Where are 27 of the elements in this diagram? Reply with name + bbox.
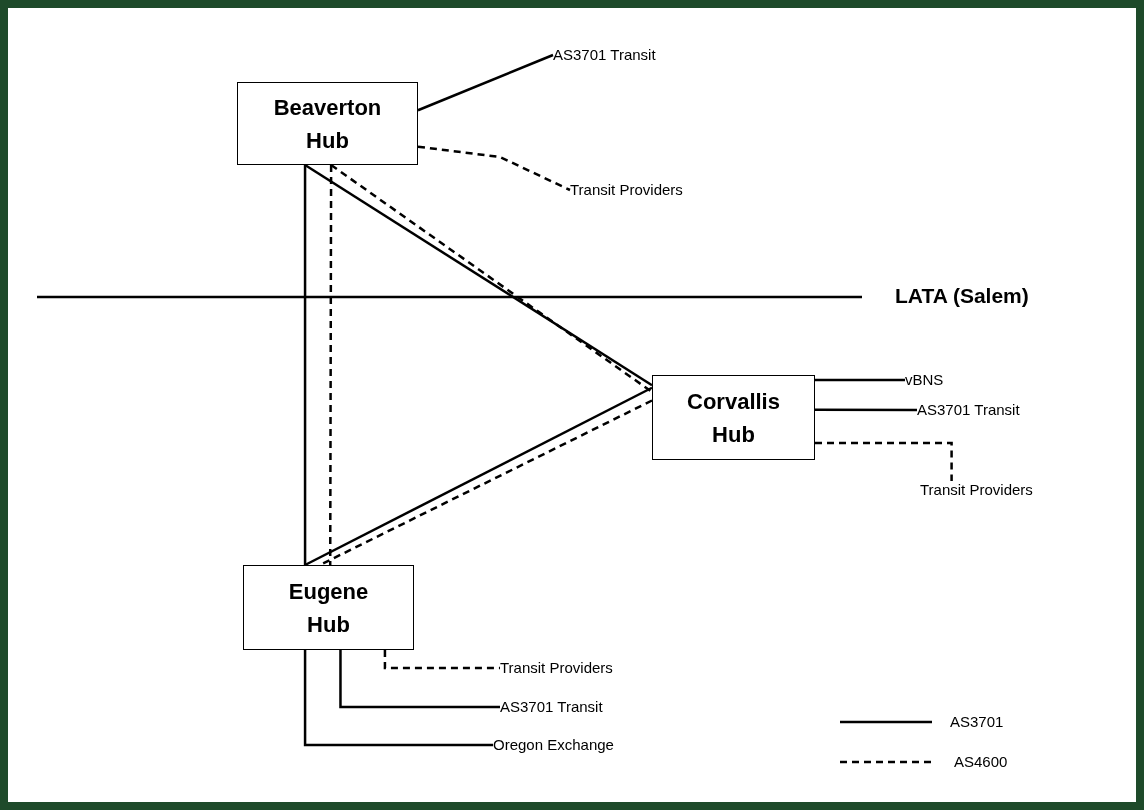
legend-label: AS4600 [954,753,1008,770]
endpoint-label: Transit Providers [570,181,683,199]
dashed-connector [383,650,500,670]
endpoint-label: Transit Providers [920,481,1033,499]
connector [417,53,554,112]
hub-box [652,375,815,460]
region-label: LATA (Salem) [895,284,1029,308]
connector [303,650,493,747]
endpoint-label: vBNS [905,371,944,389]
dashed-connector [417,145,571,192]
hub-label: Beaverton Hub [272,93,383,155]
endpoint-label: AS3701 Transit [553,46,656,64]
hub-label: Eugene Hub [287,577,370,639]
endpoint-label: AS3701 Transit [917,401,1020,419]
endpoint-label: Oregon Exchange [493,736,614,754]
endpoint-label: AS3701 Transit [500,698,603,716]
dashed-connector [815,441,953,481]
connector [815,378,905,382]
hub-label: Corvallis Hub [686,387,781,449]
hub-box [237,82,418,165]
connector [339,650,500,709]
hub-box [243,565,414,650]
legend-label: AS3701 [950,713,1004,730]
dashed-connector [328,165,333,565]
endpoint-label: Transit Providers [500,659,613,677]
connector [303,165,307,565]
connector [815,408,917,412]
